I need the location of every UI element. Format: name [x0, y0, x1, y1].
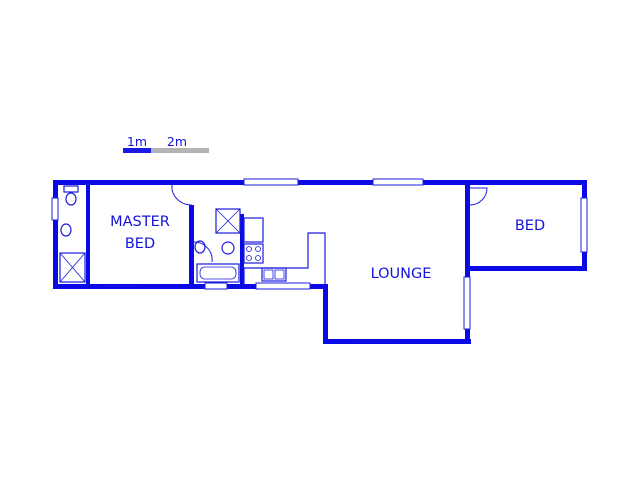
window-top-1	[243, 178, 299, 186]
ensuite-partition-wall	[86, 185, 90, 284]
kitchen-cupboard	[243, 217, 264, 243]
ensuite-toilet-bowl	[65, 192, 77, 206]
ensuite-basin	[60, 223, 72, 237]
bath-basin	[221, 241, 235, 255]
master-bath-partition-wall	[189, 205, 194, 284]
label-master-bed-line2: BED	[125, 236, 155, 252]
window-kitchen	[255, 282, 311, 290]
bath-shower	[215, 208, 241, 234]
lounge-right-wall	[465, 185, 470, 344]
bedroom-bottom-wall	[465, 266, 586, 271]
ensuite-shower	[59, 252, 86, 283]
scale-label-2m: 2m	[167, 134, 187, 149]
window-ensuite	[51, 197, 59, 221]
bathtub	[196, 263, 240, 283]
scale-bar: 1m 2m	[123, 134, 209, 153]
doors	[171, 185, 488, 263]
walls	[53, 180, 587, 344]
left-outer-wall	[53, 180, 58, 288]
scale-bar-segment-1m	[123, 148, 151, 153]
fixtures	[59, 185, 326, 284]
window-bathroom	[204, 282, 228, 290]
label-bed: BED	[515, 218, 545, 234]
lounge-bottom-wall	[323, 339, 471, 344]
window-lounge-right	[463, 276, 471, 330]
room-labels: MASTER BED LOUNGE BED	[110, 214, 545, 282]
bath-toilet	[194, 240, 206, 254]
lounge-left-wall	[323, 284, 328, 344]
scale-bar-segment-2m	[151, 148, 209, 153]
door-bedroom	[469, 187, 488, 206]
door-master-bed	[171, 185, 193, 206]
label-lounge: LOUNGE	[371, 266, 432, 282]
bath-kitchen-partition-wall	[240, 214, 244, 284]
window-bedroom-right	[580, 197, 588, 253]
left-wing-bottom-wall	[53, 284, 328, 289]
window-top-2	[372, 178, 424, 186]
scale-label-1m: 1m	[127, 134, 147, 149]
stove	[243, 243, 264, 264]
ensuite-toilet-cistern	[63, 185, 79, 193]
kitchen-counter	[243, 232, 326, 284]
label-master-bed-line1: MASTER	[110, 214, 170, 230]
windows	[51, 178, 588, 342]
top-wall	[53, 180, 586, 185]
